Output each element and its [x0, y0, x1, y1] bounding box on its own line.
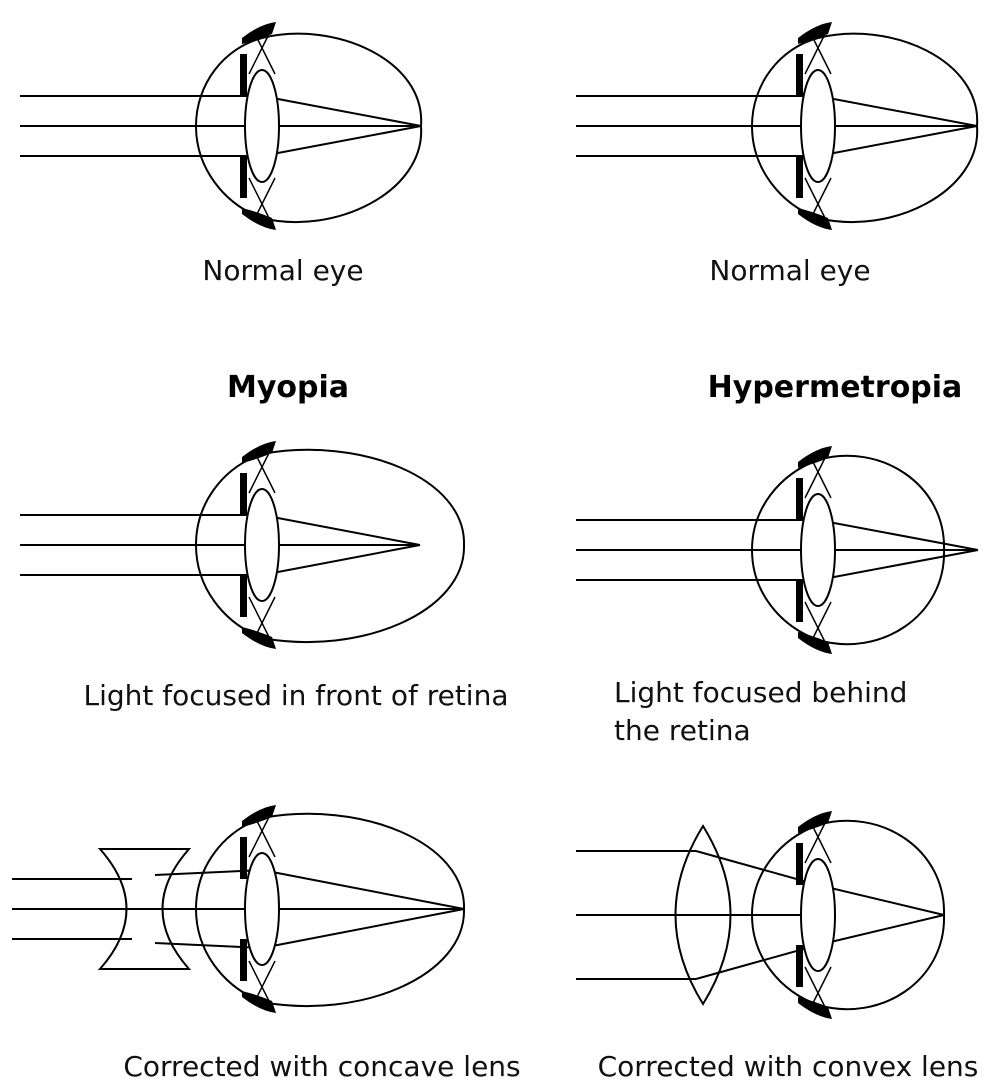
caption-hypermetropia-line1: Light focused behind [614, 676, 907, 709]
convex-correction-diagram [576, 811, 944, 1019]
eye-lens [240, 441, 279, 649]
caption-hypermetropia-line2: the retina [614, 714, 751, 747]
caption-myopia: Light focused in front of retina [83, 679, 508, 712]
light-rays [20, 515, 420, 575]
eye-lens [796, 446, 835, 654]
light-rays [576, 520, 978, 580]
eye-lens [796, 22, 835, 230]
eye-lens [240, 805, 279, 1013]
light-rays [576, 851, 944, 979]
eye-lens [796, 811, 835, 1019]
normal-eye-left-diagram [20, 22, 421, 230]
eyeball-outline [752, 34, 977, 222]
light-rays [12, 870, 464, 948]
concave-correction-diagram [12, 805, 464, 1013]
heading-hypermetropia: Hypermetropia [708, 370, 963, 405]
heading-myopia: Myopia [227, 370, 349, 405]
eyeball-outline [196, 34, 421, 222]
hypermetropic-eye-diagram [576, 446, 978, 654]
myopic-eye-diagram [20, 441, 464, 649]
caption-normal-eye-left: Normal eye [202, 254, 363, 287]
caption-convex: Corrected with convex lens [598, 1050, 979, 1083]
light-rays [20, 96, 421, 156]
eye-lens [240, 22, 279, 230]
light-rays [576, 96, 977, 156]
caption-concave: Corrected with concave lens [123, 1050, 520, 1083]
caption-normal-eye-right: Normal eye [709, 254, 870, 287]
normal-eye-right-diagram [576, 22, 977, 230]
